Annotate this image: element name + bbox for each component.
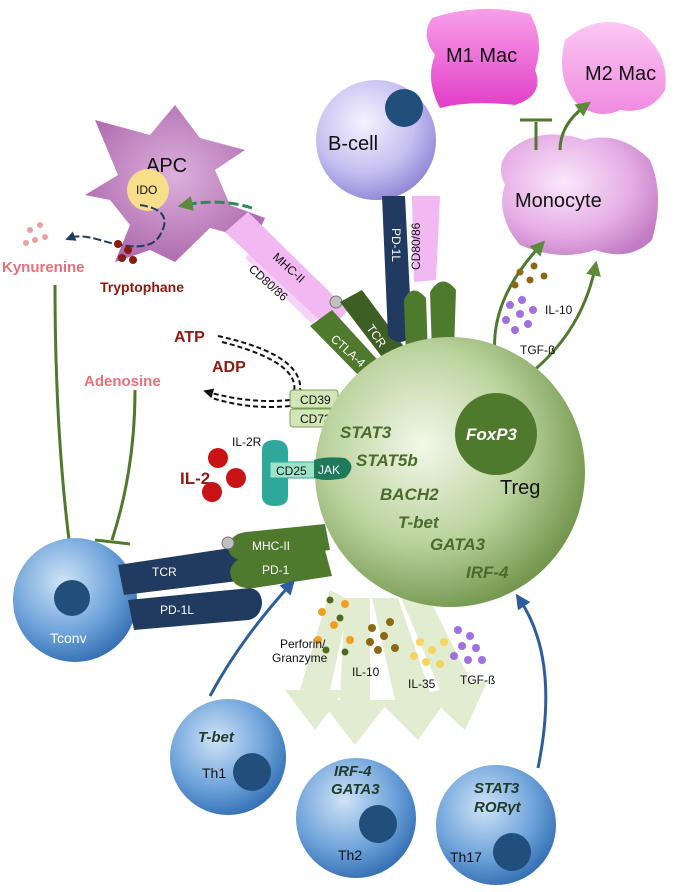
kynurenine-dots bbox=[23, 222, 48, 246]
tf-stat5b: STAT5b bbox=[356, 451, 418, 470]
kynurenine-label: Kynurenine bbox=[2, 259, 85, 276]
tf-tbet: T-bet bbox=[398, 513, 440, 532]
ctla4-b-label: CTLA-4 bbox=[455, 302, 469, 344]
il2-label: IL-2 bbox=[180, 469, 210, 488]
il2r-label: IL-2R bbox=[232, 435, 262, 449]
ido-pathway: Kynurenine Tryptophane bbox=[2, 196, 253, 295]
th-arrows bbox=[208, 579, 548, 769]
tcr-tconv-label: TCR bbox=[152, 565, 177, 579]
tf-bach2: BACH2 bbox=[380, 485, 439, 504]
tryptophane-label: Tryptophane bbox=[100, 279, 184, 295]
th2-cell: IRF-4 GATA3 Th2 bbox=[296, 758, 416, 878]
bcell-synapse: PD-1L CD80/86 PD-1 CTLA-4 bbox=[382, 196, 469, 356]
antigen-dot-tconv bbox=[221, 536, 235, 550]
monocyte-label: Monocyte bbox=[515, 190, 602, 212]
perforin-label-1: Perforin/ bbox=[280, 637, 326, 651]
monocyte-cytokines: IL-10 TGF-ß bbox=[502, 262, 573, 357]
tconv-cell: Tconv bbox=[13, 538, 137, 662]
tgfb-label: TGF-ß bbox=[460, 673, 495, 687]
tconv-synapse: TCR PD-1L MHC-II PD-1 bbox=[118, 524, 332, 630]
mhc2-tconv-label: MHC-II bbox=[252, 539, 290, 553]
tryptophane-dots bbox=[114, 240, 137, 264]
th17-tf-2: RORγt bbox=[474, 799, 522, 816]
pd1l-tconv-label: PD-1L bbox=[160, 603, 194, 617]
b-cell: B-cell bbox=[316, 80, 436, 200]
il10-mono-label: IL-10 bbox=[545, 303, 573, 317]
tconv-label: Tconv bbox=[50, 630, 87, 646]
th17-tf-1: STAT3 bbox=[474, 780, 520, 797]
atp-label: ATP bbox=[174, 329, 205, 346]
pd1l-b-label: PD-1L bbox=[389, 228, 403, 262]
secretion-arrows bbox=[285, 590, 488, 745]
th2-tf-1: IRF-4 bbox=[334, 763, 372, 780]
adp-label: ADP bbox=[212, 359, 246, 376]
m2-label: M2 Mac bbox=[585, 63, 656, 85]
adenosine-label: Adenosine bbox=[84, 373, 161, 390]
bcell-label: B-cell bbox=[328, 133, 378, 155]
adenosine-pathway: ATP ADP Adenosine CD39 CD73 bbox=[84, 329, 339, 428]
cd73-label: CD73 bbox=[300, 412, 331, 426]
cd39-label: CD39 bbox=[300, 393, 331, 407]
ido-label: IDO bbox=[136, 183, 157, 197]
monocyte-cell: Monocyte bbox=[501, 134, 659, 255]
m2-macrophage: M2 Mac bbox=[561, 22, 666, 114]
treg-secreted: Perforin/ Granzyme IL-10 IL-35 TGF-ß bbox=[272, 596, 495, 691]
tf-irf4: IRF-4 bbox=[466, 563, 509, 582]
perforin-label-2: Granzyme bbox=[272, 651, 328, 665]
tgfb-mono-label: TGF-ß bbox=[520, 343, 555, 357]
th17-label: Th17 bbox=[450, 849, 482, 865]
th1-label: Th1 bbox=[202, 765, 226, 781]
th1-cell: T-bet Th1 bbox=[170, 699, 286, 815]
tf-gata3: GATA3 bbox=[430, 535, 486, 554]
m1-macrophage: M1 Mac bbox=[426, 8, 539, 109]
jak-label: JAK bbox=[318, 463, 340, 477]
tf-stat3: STAT3 bbox=[340, 423, 392, 442]
th2-label: Th2 bbox=[338, 847, 362, 863]
il10-label: IL-10 bbox=[352, 665, 380, 679]
apc-cell: APC IDO bbox=[85, 105, 265, 262]
th2-tf-2: GATA3 bbox=[331, 781, 380, 798]
foxp3-label: FoxP3 bbox=[466, 425, 518, 444]
cd25-label: CD25 bbox=[276, 464, 307, 478]
m1-label: M1 Mac bbox=[446, 45, 517, 67]
pd1-tconv-label: PD-1 bbox=[262, 563, 290, 577]
apc-synapse: MHC-II CD80/86 TCR CTLA-4 bbox=[225, 212, 408, 382]
th1-tf: T-bet bbox=[198, 729, 235, 746]
th17-cell: STAT3 RORγt Th17 bbox=[436, 765, 556, 885]
cd80-b-label: CD80/86 bbox=[409, 222, 423, 270]
treg-cell: FoxP3 Treg STAT3 STAT5b BACH2 T-bet GATA… bbox=[315, 337, 585, 607]
inhibition-lines bbox=[44, 284, 137, 554]
il2-signaling: IL-2R IL-2 CD25 JAK bbox=[180, 435, 352, 506]
treg-label: Treg bbox=[500, 477, 540, 499]
il35-label: IL-35 bbox=[408, 677, 436, 691]
